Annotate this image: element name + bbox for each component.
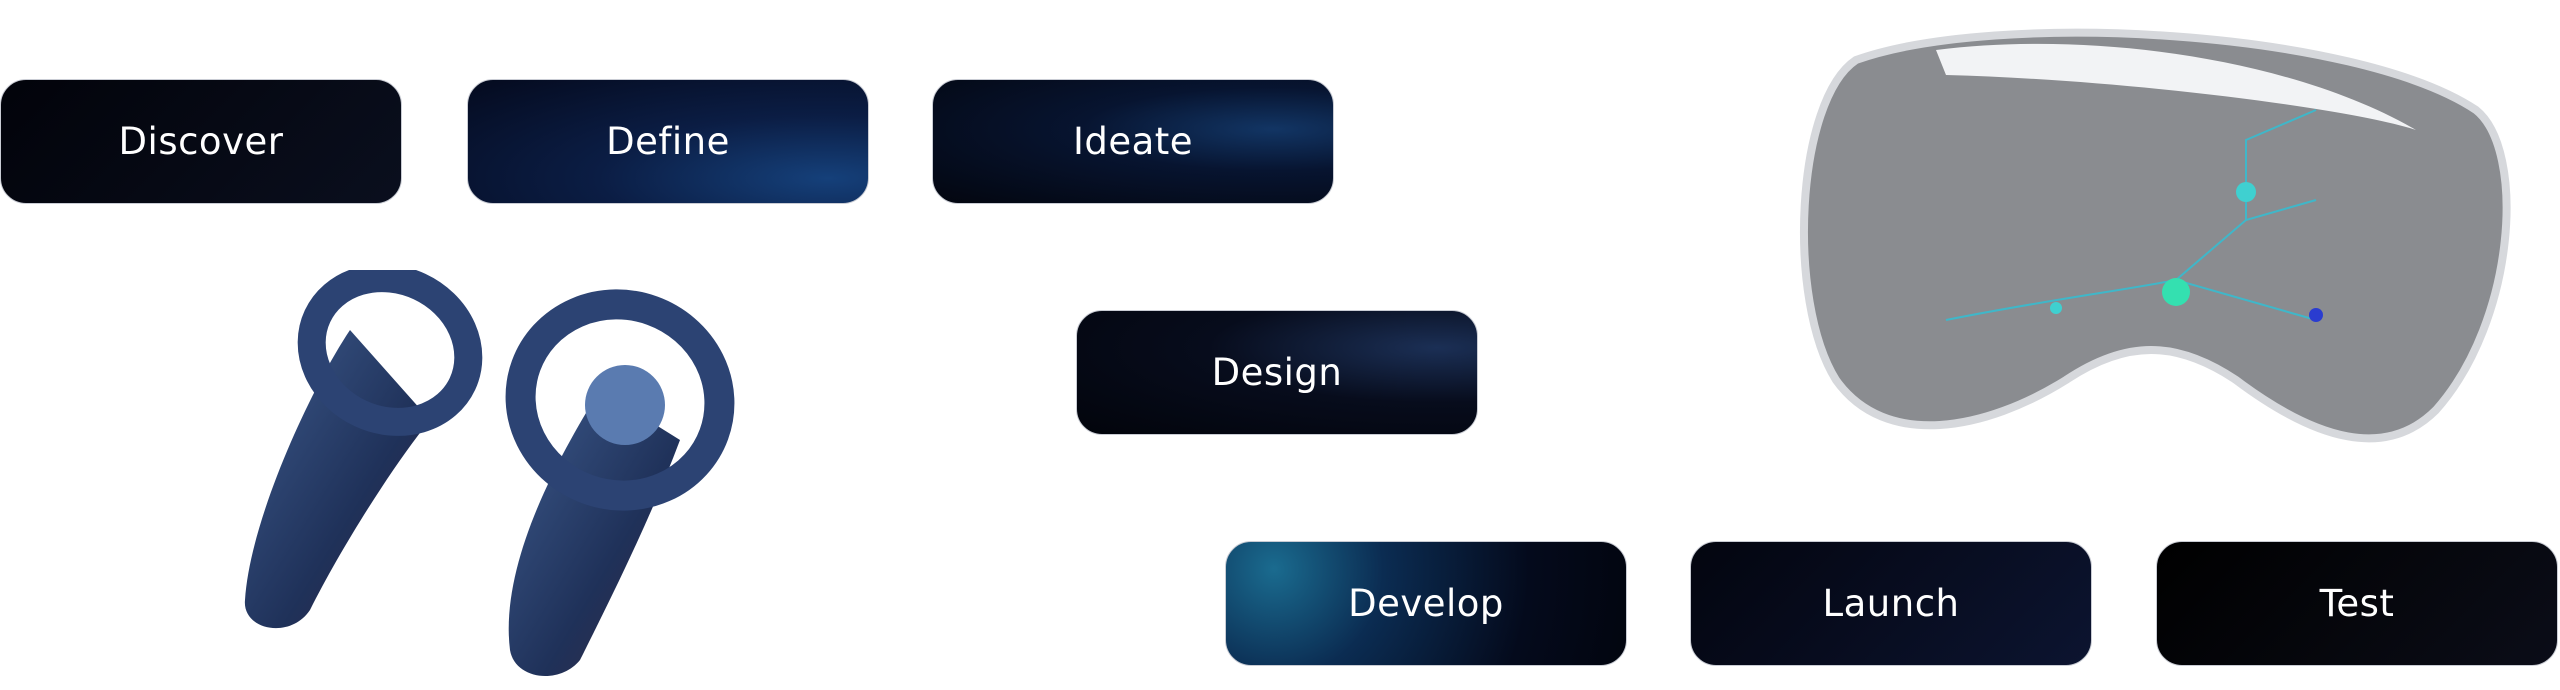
step-label: Test — [2319, 582, 2395, 625]
step-label: Define — [606, 120, 730, 163]
step-label: Discover — [118, 120, 284, 163]
step-design[interactable]: Design — [1076, 310, 1478, 435]
step-label: Launch — [1822, 582, 1960, 625]
step-define[interactable]: Define — [467, 79, 869, 204]
step-launch[interactable]: Launch — [1690, 541, 2092, 666]
step-develop[interactable]: Develop — [1225, 541, 1627, 666]
step-discover[interactable]: Discover — [0, 79, 402, 204]
step-label: Design — [1211, 351, 1343, 394]
vr-controllers-icon — [244, 270, 735, 677]
step-label: Ideate — [1072, 120, 1194, 163]
step-ideate[interactable]: Ideate — [932, 79, 1334, 204]
vr-headset-icon — [1800, 28, 2511, 443]
step-test[interactable]: Test — [2156, 541, 2558, 666]
step-label: Develop — [1348, 582, 1504, 625]
